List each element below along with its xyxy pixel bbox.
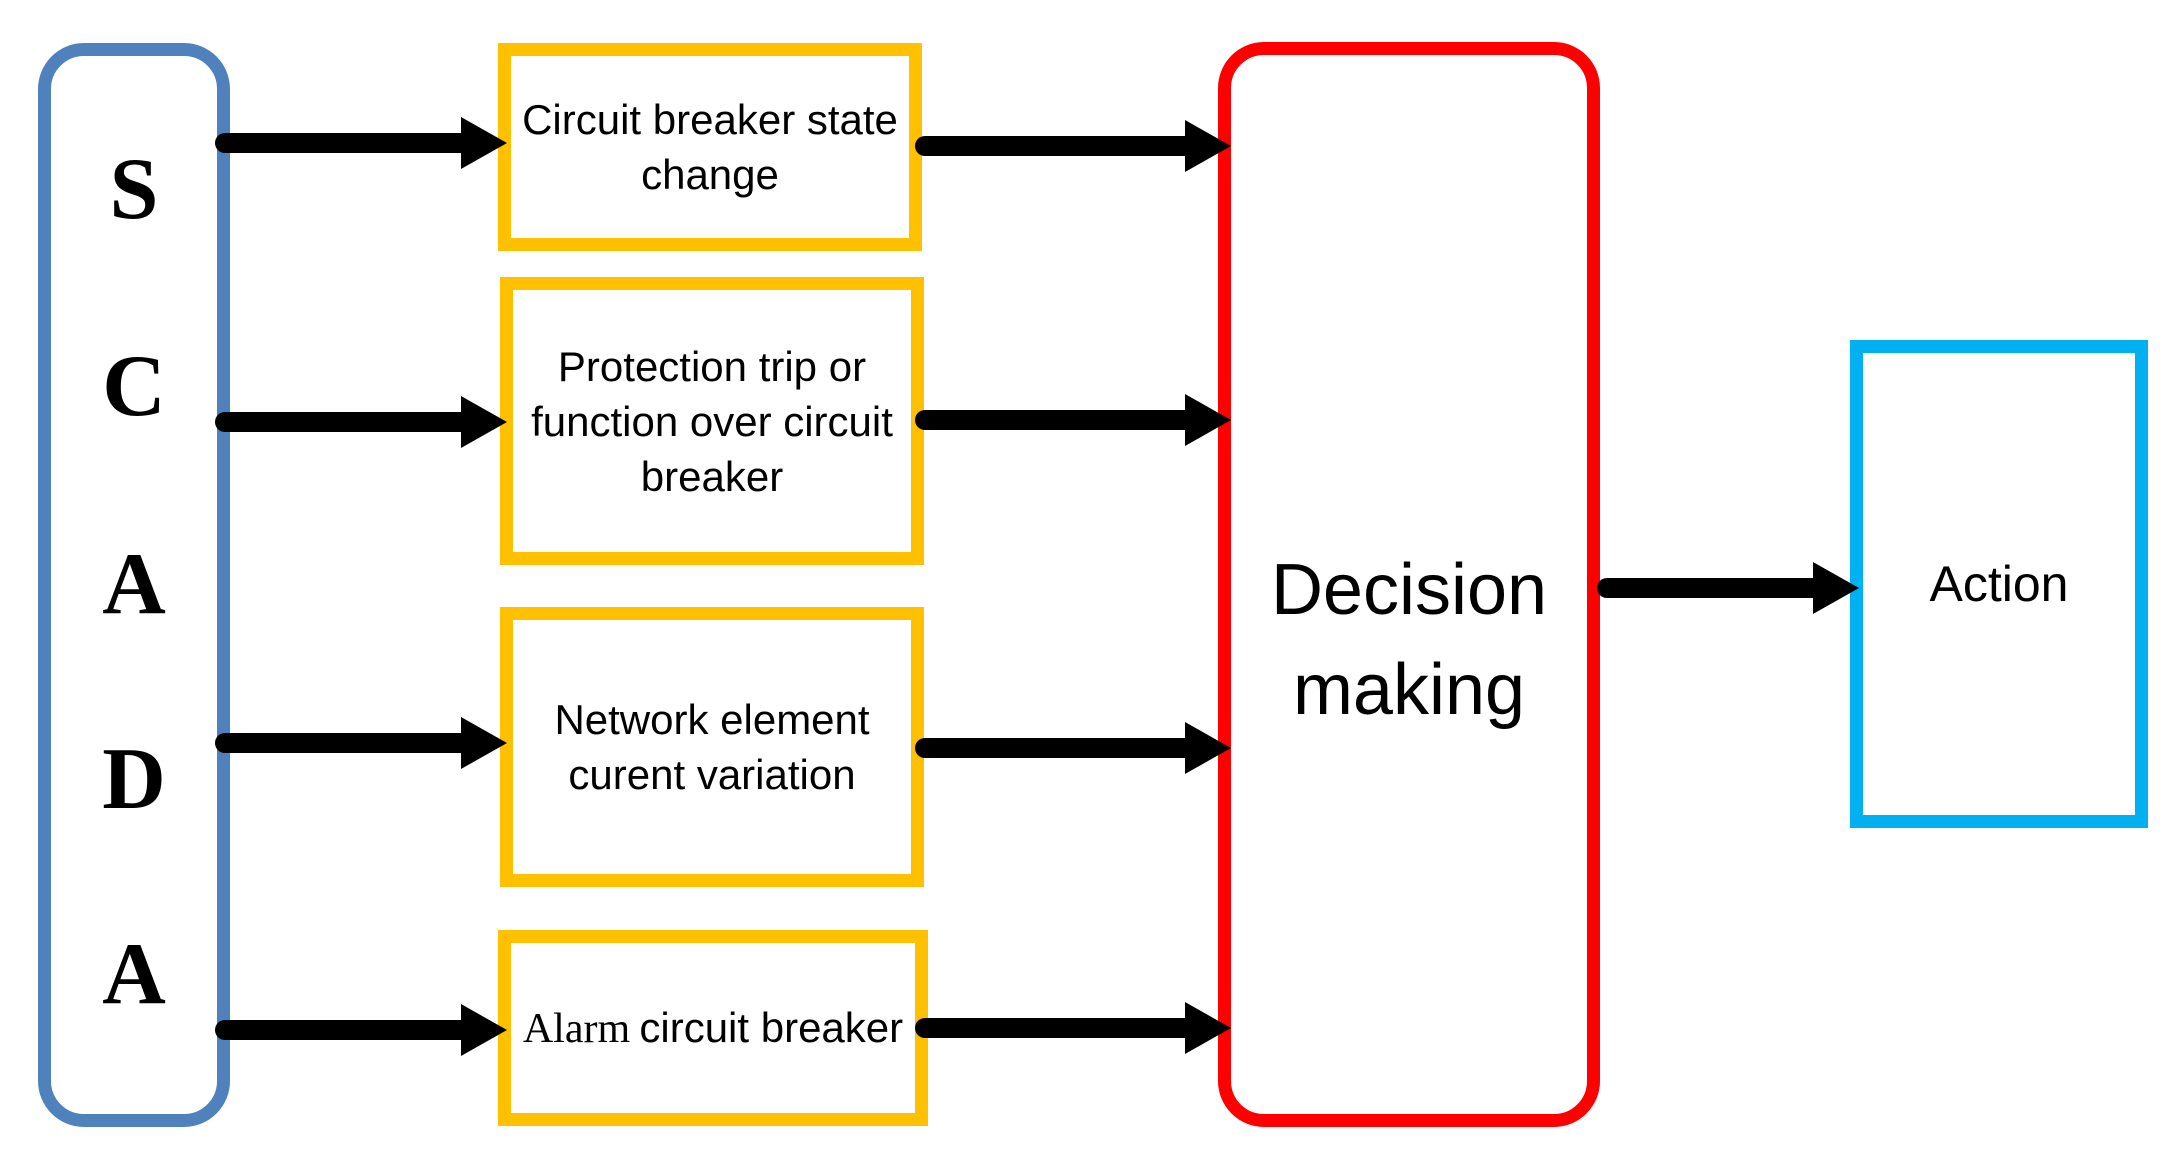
arrow-shaft <box>215 1020 473 1040</box>
input-box-label-serif-word: Alarm <box>522 1005 631 1052</box>
input-box-label: Circuit breaker state change <box>522 96 898 198</box>
arrow-scada-to-network-element <box>215 717 507 769</box>
decision-making-box: Decision making <box>1218 42 1600 1127</box>
action-label: Action <box>1929 556 2069 612</box>
arrow-scada-to-protection-trip <box>215 396 507 448</box>
arrow-head-icon <box>1185 1002 1231 1054</box>
input-box-network-element-current-variation: Network element curent variation <box>500 607 924 887</box>
arrow-head-icon <box>461 717 507 769</box>
arrow-shaft <box>915 738 1197 758</box>
scada-letter: A <box>102 926 166 1023</box>
arrow-head-icon <box>1813 562 1859 614</box>
arrow-shaft <box>915 136 1197 156</box>
arrow-shaft <box>1597 578 1825 598</box>
arrow-shaft <box>215 733 473 753</box>
arrow-shaft <box>215 133 473 153</box>
arrow-scada-to-circuit-breaker-state-change <box>215 117 507 169</box>
action-box: Action <box>1850 340 2148 828</box>
arrow-circuit-breaker-state-change-to-decision <box>915 120 1231 172</box>
arrow-head-icon <box>1185 120 1231 172</box>
input-box-label: Protection trip or function over circuit… <box>531 342 893 500</box>
arrow-shaft <box>215 412 473 432</box>
arrow-head-icon <box>1185 394 1231 446</box>
arrow-shaft <box>915 1018 1197 1038</box>
arrow-head-icon <box>461 396 507 448</box>
input-box-protection-trip: Protection trip or function over circuit… <box>500 277 924 565</box>
input-box-label-rest: circuit breaker <box>639 1003 904 1051</box>
arrow-alarm-circuit-breaker-to-decision <box>915 1002 1231 1054</box>
arrow-shaft <box>915 410 1197 430</box>
scada-source-box: S C A D A <box>38 43 230 1127</box>
decision-making-label: Decision making <box>1270 549 1548 730</box>
arrow-network-element-to-decision <box>915 722 1231 774</box>
scada-letter: D <box>102 731 166 828</box>
arrow-head-icon <box>1185 722 1231 774</box>
input-box-circuit-breaker-state-change: Circuit breaker state change <box>498 43 922 251</box>
arrow-decision-to-action <box>1597 562 1859 614</box>
arrow-scada-to-alarm-circuit-breaker <box>215 1004 507 1056</box>
scada-letter: C <box>102 338 166 435</box>
arrow-protection-trip-to-decision <box>915 394 1231 446</box>
scada-letter: A <box>102 536 166 633</box>
arrow-head-icon <box>461 1004 507 1056</box>
arrow-head-icon <box>461 117 507 169</box>
input-box-label: Network element curent variation <box>554 696 870 798</box>
scada-letter: S <box>109 141 159 238</box>
